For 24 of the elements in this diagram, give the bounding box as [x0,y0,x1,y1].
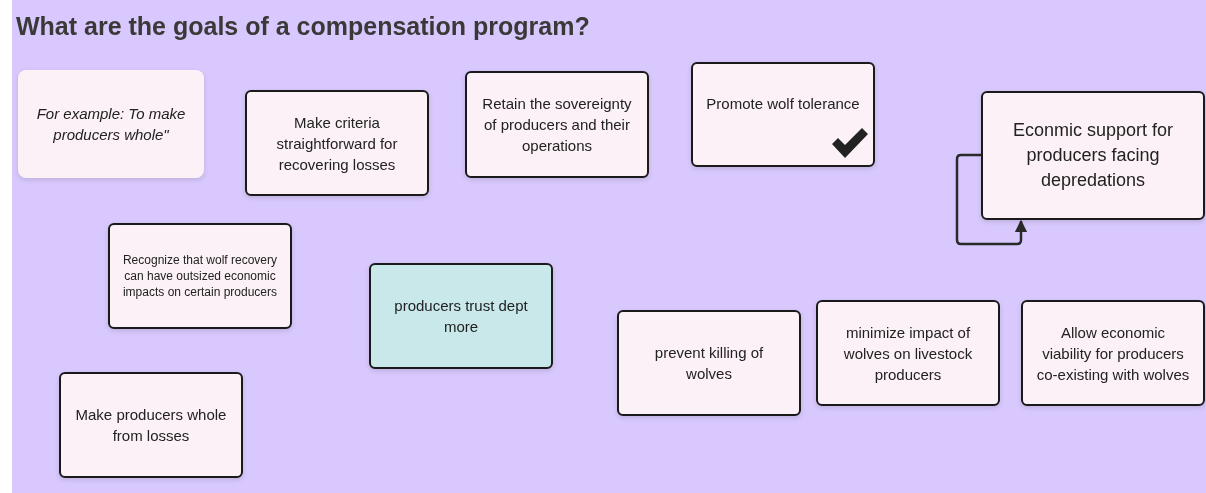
sticky-note [59,372,243,478]
note-text: prevent killing of wolves [653,343,765,384]
board-title: What are the goals of a compensation program? [16,12,590,41]
sticky-note [108,223,292,329]
sticky-note [981,91,1205,220]
note-text: Retain the sovereignty of producers and their operations [481,94,633,156]
note-text: Promote wolf tolerance [706,94,860,114]
sticky-note [816,300,1000,406]
note-text: Allow economic viability for producers co-existing with wolves [1035,322,1191,385]
note-text: For example: To make producers whole" [35,104,187,145]
note-text: producers trust dept more [393,296,529,337]
sticky-note [617,310,801,416]
note-text: Make producers whole from losses [74,405,228,446]
sticky-note [691,62,875,167]
sticky-note [1021,300,1205,406]
note-text: Econmic support for producers facing depredations [1011,119,1175,192]
loop-arrow [955,153,1028,246]
note-text: Recognize that wolf recovery can have outsized economic impacts on certain producers [122,252,278,300]
sticky-note [369,263,553,369]
example-note [18,70,204,178]
note-text: Make criteria straightforward for recovering losses [275,112,399,175]
note-text: minimize impact of wolves on livestock producers [842,322,974,385]
sticky-note [245,90,429,196]
sticky-note [465,71,649,178]
